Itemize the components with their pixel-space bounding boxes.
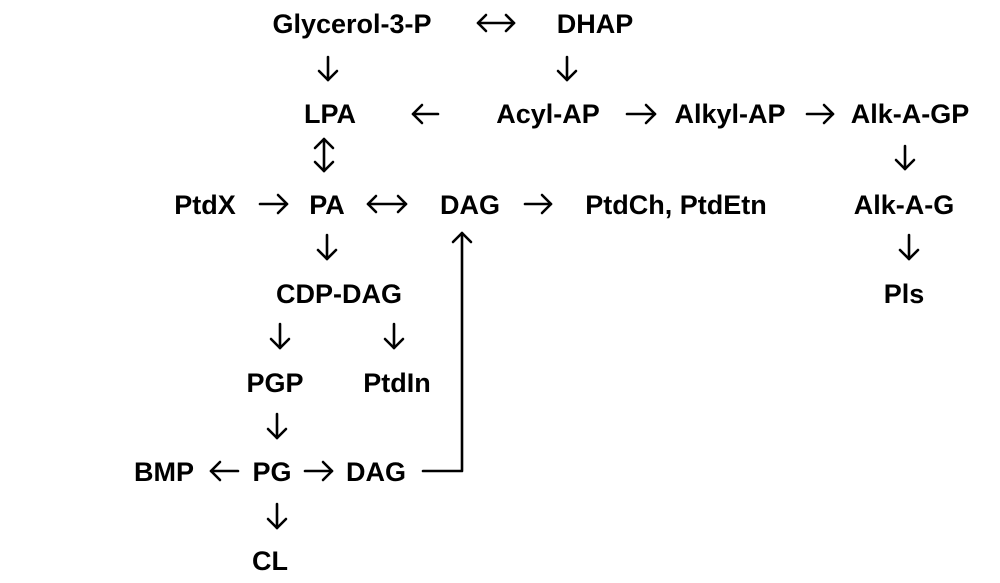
node-pls: Pls <box>884 279 925 309</box>
arrow-dhap-to-acylap <box>556 55 578 82</box>
arrow-pa-dag-bidirectional <box>366 194 408 214</box>
node-ptdch-ptdetn: PtdCh, PtdEtn <box>585 190 766 220</box>
arrow-pg-to-cl <box>266 502 288 530</box>
arrow-glycerol3p-dhap-bidirectional <box>476 13 516 33</box>
arrow-alkag-to-pls <box>898 233 920 261</box>
arrow-ptdx-to-pa <box>258 193 289 215</box>
arrow-lpa-pa-bidirectional <box>313 137 335 173</box>
arrow-pg-to-dag2 <box>303 460 334 482</box>
node-cl: CL <box>252 546 288 576</box>
arrow-acylap-to-alkylap <box>625 103 657 125</box>
connector-dag2-to-dag <box>421 231 473 473</box>
arrow-cdpdag-to-pgp <box>269 322 291 350</box>
node-pgp: PGP <box>246 368 303 398</box>
node-dag: DAG <box>440 190 500 220</box>
arrow-alkagp-to-alkag <box>894 144 916 171</box>
arrow-cdpdag-to-ptdin <box>383 322 405 350</box>
node-bmp: BMP <box>134 457 194 487</box>
node-alk-a-gp: Alk-A-GP <box>851 99 970 129</box>
node-glycerol-3-p: Glycerol-3-P <box>272 9 431 39</box>
node-acyl-ap: Acyl-AP <box>496 99 600 129</box>
arrow-dag-to-ptdch-ptdetn <box>523 193 553 215</box>
node-lpa: LPA <box>304 99 356 129</box>
arrow-alkylap-to-alkagp <box>805 103 835 125</box>
node-labels: Glycerol-3-P DHAP LPA Acyl-AP Alkyl-AP A… <box>134 9 969 576</box>
arrow-acylap-to-lpa <box>411 103 440 125</box>
node-dag-2: DAG <box>346 457 406 487</box>
node-alk-a-g: Alk-A-G <box>854 190 955 220</box>
node-pg: PG <box>252 457 291 487</box>
node-alkyl-ap: Alkyl-AP <box>674 99 785 129</box>
arrow-pgp-to-pg <box>266 412 288 440</box>
node-pa: PA <box>309 190 345 220</box>
node-cdp-dag: CDP-DAG <box>276 279 402 309</box>
arrows <box>209 13 920 530</box>
arrow-glycerol3p-to-lpa <box>317 55 339 82</box>
node-dhap: DHAP <box>557 9 634 39</box>
arrow-pg-to-bmp <box>209 460 240 482</box>
node-ptdx: PtdX <box>174 190 236 220</box>
node-ptdin: PtdIn <box>363 368 431 398</box>
arrow-pa-to-cdpdag <box>316 233 338 261</box>
